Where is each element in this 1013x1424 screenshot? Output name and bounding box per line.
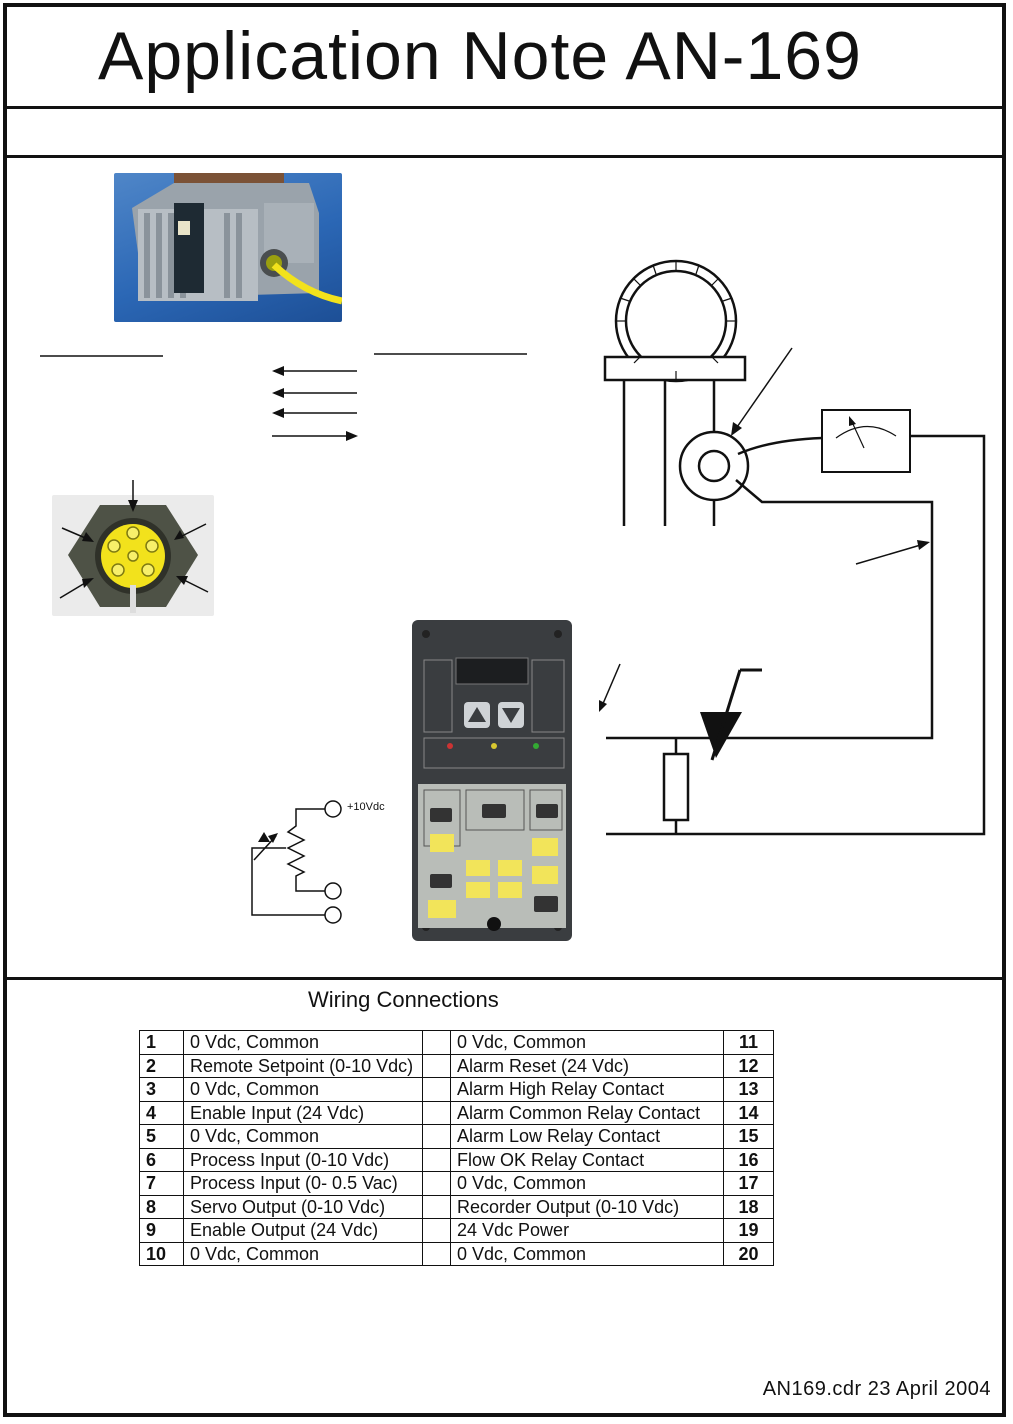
table-row: 2 Remote Setpoint (0-10 Vdc) Alarm Reset… [139,1053,774,1078]
pot-supply-label: +10Vdc [347,801,385,813]
table-row: 10 0 Vdc, Common 0 Vdc, Common 20 [139,1241,774,1266]
page-title: Application Note AN-169 [98,18,862,94]
table-row: 1 0 Vdc, Common 0 Vdc, Common 11 [139,1030,774,1055]
table-row: 7 Process Input (0- 0.5 Vac) 0 Vdc, Comm… [139,1171,774,1196]
subheader-divider [3,155,1006,158]
wiring-title: Wiring Connections [308,987,499,1012]
control-panel-photo [412,620,572,941]
table-row: 8 Servo Output (0-10 Vdc) Recorder Outpu… [139,1194,774,1219]
page-frame [3,3,1006,1417]
connector-pinout-photo [52,495,214,616]
wiring-schematic [40,259,986,924]
table-section-divider [3,977,1006,980]
table-row: 4 Enable Input (24 Vdc) Alarm Common Rel… [139,1100,774,1125]
servo-unit-photo [114,173,342,322]
table-row: 3 0 Vdc, Common Alarm High Relay Contact… [139,1077,774,1102]
table-row: 6 Process Input (0-10 Vdc) Flow OK Relay… [139,1147,774,1172]
table-row: 9 Enable Output (24 Vdc) 24 Vdc Power 19 [139,1218,774,1243]
file-date-footer: AN169.cdr 23 April 2004 [762,1378,991,1400]
table-row: 5 0 Vdc, Common Alarm Low Relay Contact … [139,1124,774,1149]
header-divider [3,106,1006,109]
wiring-table: 1 0 Vdc, Common 0 Vdc, Common 11 2 Remot… [139,1030,774,1266]
